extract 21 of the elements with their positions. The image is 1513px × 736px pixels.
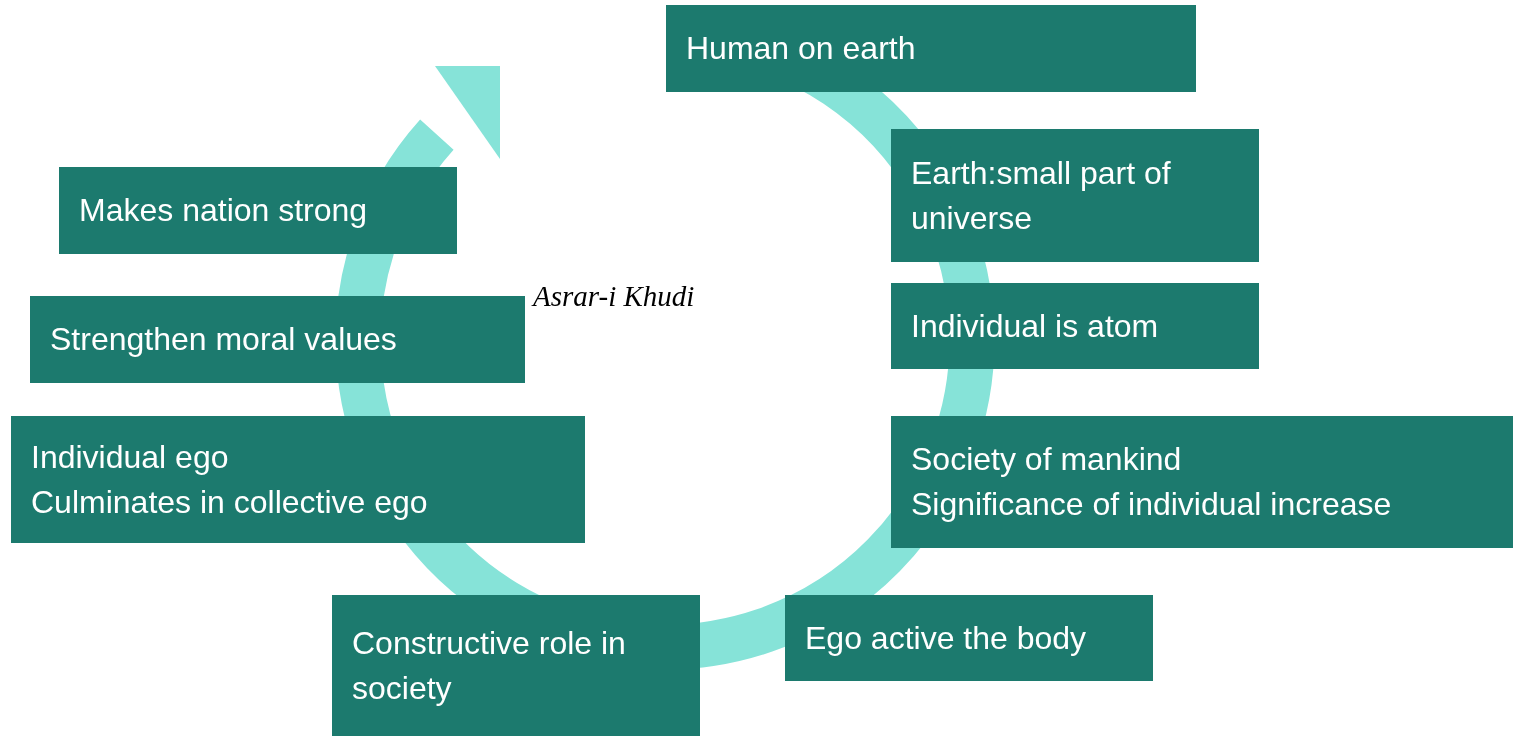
box-text: Earth:small part of universe <box>911 153 1172 238</box>
box-text: Individual is atom <box>911 306 1159 346</box>
process-box <box>332 595 700 736</box>
box-text: Culminates in collective ego <box>31 482 428 522</box>
process-box <box>30 296 525 383</box>
process-box <box>666 5 1196 92</box>
box-text: Strengthen moral values <box>50 320 397 359</box>
box-text: Constructive role in society <box>352 623 627 708</box>
process-box <box>11 416 585 543</box>
process-box <box>59 167 457 254</box>
process-box <box>891 129 1259 262</box>
box-text: Significance of individual increase <box>911 485 1392 524</box>
process-box <box>785 595 1153 681</box>
box-text: Society of mankind <box>911 440 1182 479</box>
box-text: Individual ego <box>31 437 229 477</box>
box-text: Makes nation strong <box>79 191 368 230</box>
process-box <box>891 283 1259 369</box>
process-box <box>891 416 1513 548</box>
box-text: Ego active the body <box>805 618 1087 658</box>
box-text: Human on earth <box>686 29 916 68</box>
center-title: Asrar-i Khudi <box>533 280 695 313</box>
